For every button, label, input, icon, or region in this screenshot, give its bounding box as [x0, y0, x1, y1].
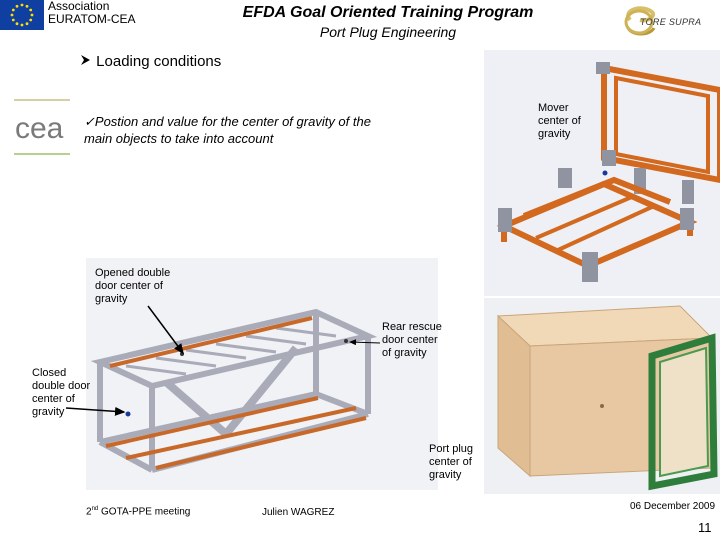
label-line: gravity: [32, 406, 65, 418]
label-line: Rear rescue: [382, 321, 442, 333]
label-line: of gravity: [382, 347, 427, 359]
label-line: center of: [429, 456, 472, 468]
footer-author: Julien WAGREZ: [262, 507, 335, 518]
label-line: door center of: [95, 280, 163, 292]
rear-door-cog-label: Rear rescue door center of gravity: [382, 321, 442, 360]
port-plug-cog-label: Port plug center of gravity: [429, 443, 473, 482]
section-heading-text: Loading conditions: [96, 53, 222, 70]
arrow-bullet-icon: [80, 53, 92, 70]
svg-text:cea: cea: [15, 112, 64, 145]
closed-door-cog-dot: [125, 411, 131, 417]
page-number: 11: [698, 520, 712, 535]
footer-date: 06 December 2009: [630, 501, 716, 512]
doors-image: [86, 258, 438, 490]
mover-image: [484, 50, 720, 296]
page-title: EFDA Goal Oriented Training Program: [242, 4, 534, 21]
page-subtitle: Port Plug Engineering: [319, 24, 457, 40]
opened-door-arrow: [147, 305, 184, 355]
meeting-ordinal-suffix: nd: [91, 506, 99, 512]
rear-door-arrow: [349, 339, 381, 346]
footer-meeting: 2nd GOTA-PPE meeting: [86, 506, 190, 517]
org-line-2: EURATOM-CEA: [48, 12, 136, 26]
port-plug-image: [484, 298, 720, 494]
mover-drawing: [496, 62, 720, 282]
cea-emblem-icon: cea: [14, 99, 70, 155]
label-line: gravity: [95, 293, 128, 305]
org-line-1: Association: [48, 0, 110, 13]
bullet-text: Postion and value for the center of grav…: [84, 114, 371, 146]
meeting-name: GOTA-PPE meeting: [98, 506, 191, 518]
eu-flag-logo: [0, 0, 44, 30]
tore-supra-label: TORE SUPRA: [640, 17, 702, 27]
checkmark-icon: ✓: [84, 114, 95, 129]
label-line: center of: [32, 393, 75, 405]
section-heading: Loading conditions: [80, 53, 221, 70]
label-line: double door: [32, 380, 91, 392]
opened-door-cog-label: Opened double door center of gravity: [95, 267, 170, 306]
label-line: gravity: [538, 128, 571, 140]
label-line: center of: [538, 115, 581, 127]
meeting-ordinal: 2: [86, 506, 92, 518]
port-plug-cog-dot: [600, 404, 604, 408]
label-line: Port plug: [429, 443, 474, 455]
port-plug-drawing: [496, 305, 718, 491]
label-line: Closed: [32, 367, 67, 379]
organization-name: Association EURATOM-CEA: [48, 0, 136, 26]
mover-cog-dot: [602, 170, 608, 176]
closed-door-arrow: [65, 406, 126, 416]
cea-logo: cea: [12, 98, 72, 156]
closed-door-cog-label: Closed double door center of gravity: [32, 367, 90, 419]
bullet-point: ✓Postion and value for the center of gra…: [84, 113, 384, 147]
tore-supra-logo: [612, 2, 718, 38]
tore-supra-emblem-icon: [624, 6, 656, 36]
doors-drawing: [90, 308, 378, 473]
label-line: door center: [382, 334, 438, 346]
label-line: Mover: [538, 102, 569, 114]
eu-stars-icon: [0, 0, 44, 30]
rear-door-cog-dot: [344, 339, 348, 343]
mover-cog-label: Mover center of gravity: [538, 102, 581, 141]
label-line: gravity: [429, 469, 462, 481]
label-line: Opened double: [95, 267, 171, 279]
